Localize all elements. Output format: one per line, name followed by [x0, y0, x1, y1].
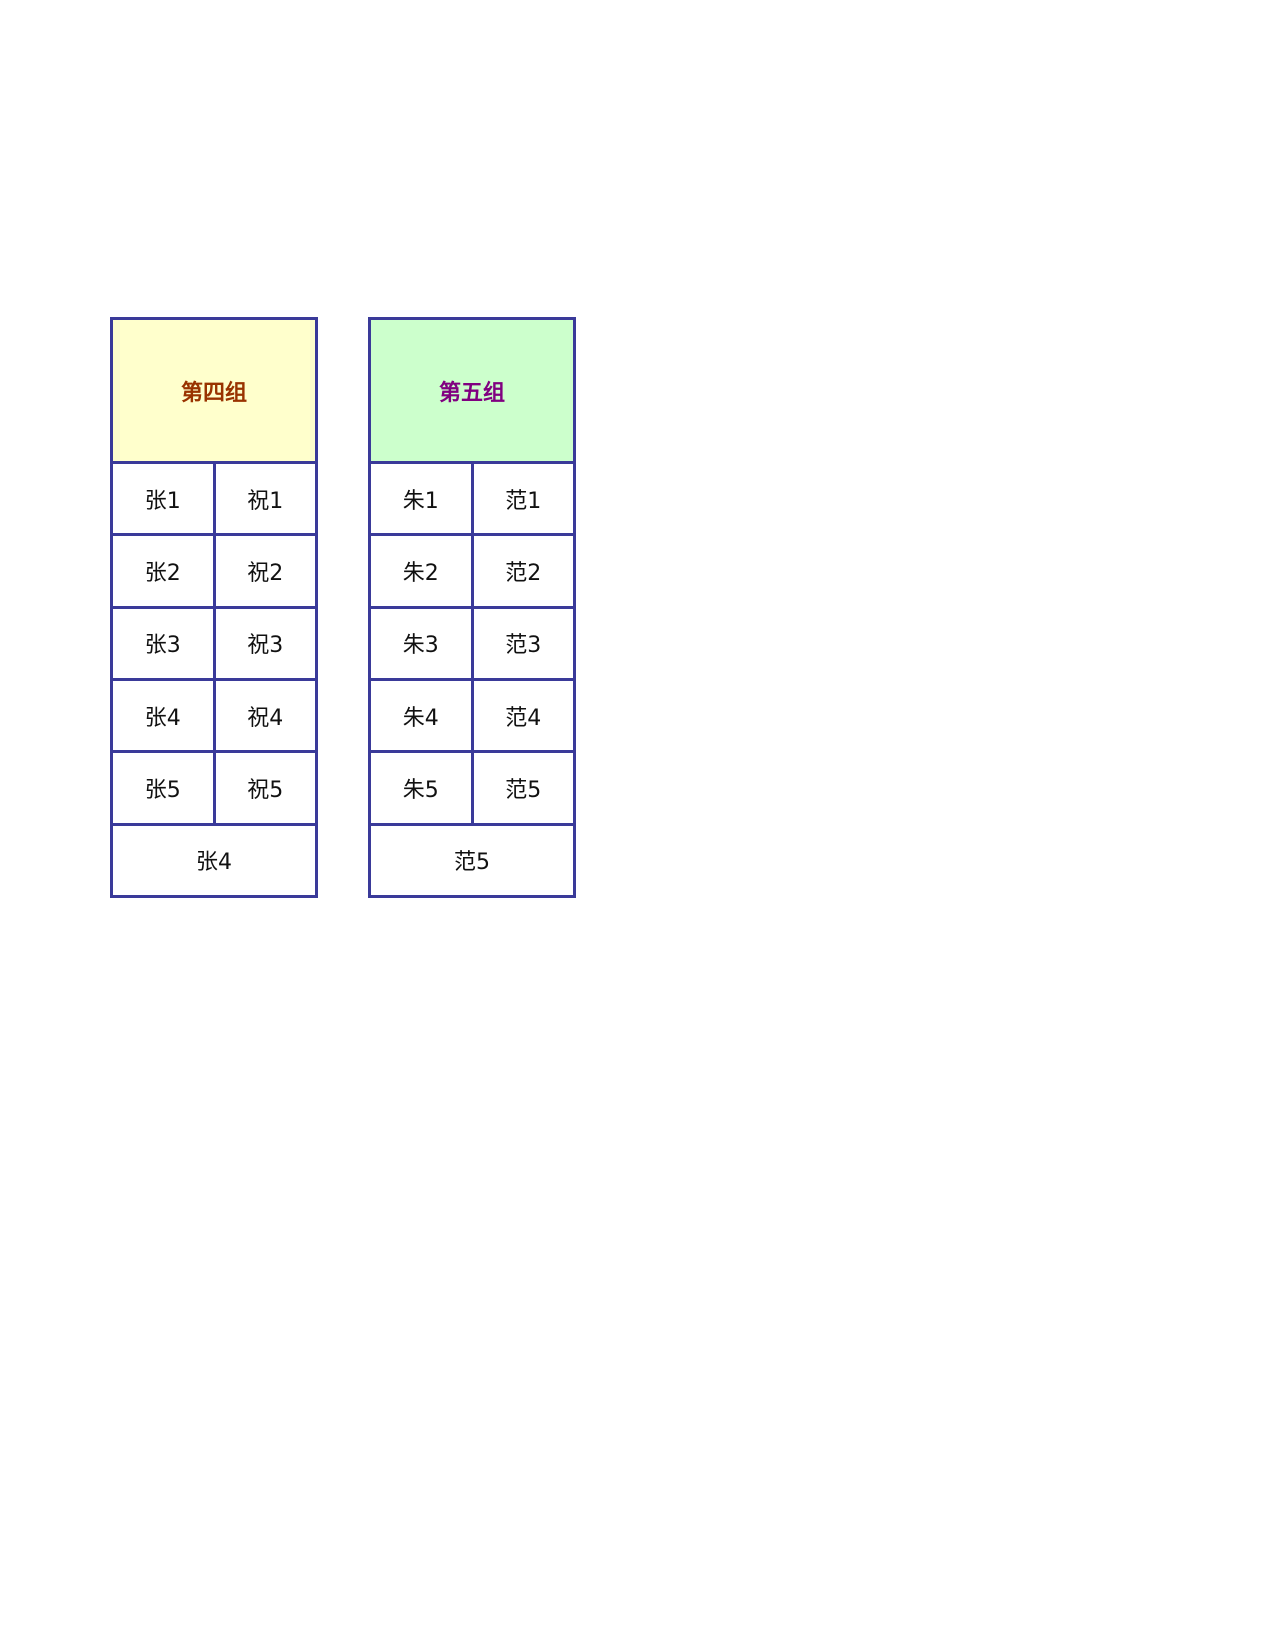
member-row: 朱2 范2	[371, 536, 574, 609]
member-row: 张1 祝1	[113, 464, 316, 537]
member-cell: 祝1	[212, 464, 316, 534]
group-footer-cell: 张4	[196, 850, 232, 876]
member-cell: 范4	[470, 680, 574, 751]
member-row: 朱3 范3	[371, 608, 574, 681]
member-cell: 朱1	[402, 488, 439, 514]
member-cell: 范1	[470, 464, 574, 534]
member-cell: 张2	[144, 560, 181, 586]
member-cell: 祝2	[212, 536, 316, 606]
member-cell: 张4	[144, 705, 181, 731]
member-cell: 张1	[144, 488, 181, 514]
member-row: 朱4 范4	[371, 680, 574, 754]
group-table-5: 第五组 朱1 范1 朱2 范2 朱3 范3 朱4 范4 朱5 范5 范5	[368, 317, 576, 898]
member-cell: 朱5	[402, 777, 439, 803]
member-cell: 祝4	[212, 680, 316, 751]
member-cell: 祝5	[212, 753, 316, 823]
group-footer-row: 范5	[371, 826, 573, 895]
group-header: 第五组	[371, 320, 573, 464]
member-cell: 张3	[144, 633, 181, 659]
member-cell: 范5	[470, 753, 574, 823]
group-footer-row: 张4	[113, 826, 315, 895]
member-cell: 张5	[144, 777, 181, 803]
member-row: 张4 祝4	[113, 680, 316, 754]
member-cell: 祝3	[212, 608, 316, 678]
member-cell: 朱2	[402, 560, 439, 586]
member-row: 张3 祝3	[113, 608, 316, 681]
member-row: 张5 祝5	[113, 753, 316, 826]
member-row: 张2 祝2	[113, 536, 316, 609]
member-cell: 范3	[470, 608, 574, 678]
member-cell: 朱4	[402, 705, 439, 731]
member-row: 朱5 范5	[371, 753, 574, 826]
group-header: 第四组	[113, 320, 315, 464]
group-footer-cell: 范5	[454, 850, 490, 876]
group-table-4: 第四组 张1 祝1 张2 祝2 张3 祝3 张4 祝4 张5 祝5 张4	[110, 317, 318, 898]
member-cell: 朱3	[402, 633, 439, 659]
member-cell: 范2	[470, 536, 574, 606]
member-row: 朱1 范1	[371, 464, 574, 537]
